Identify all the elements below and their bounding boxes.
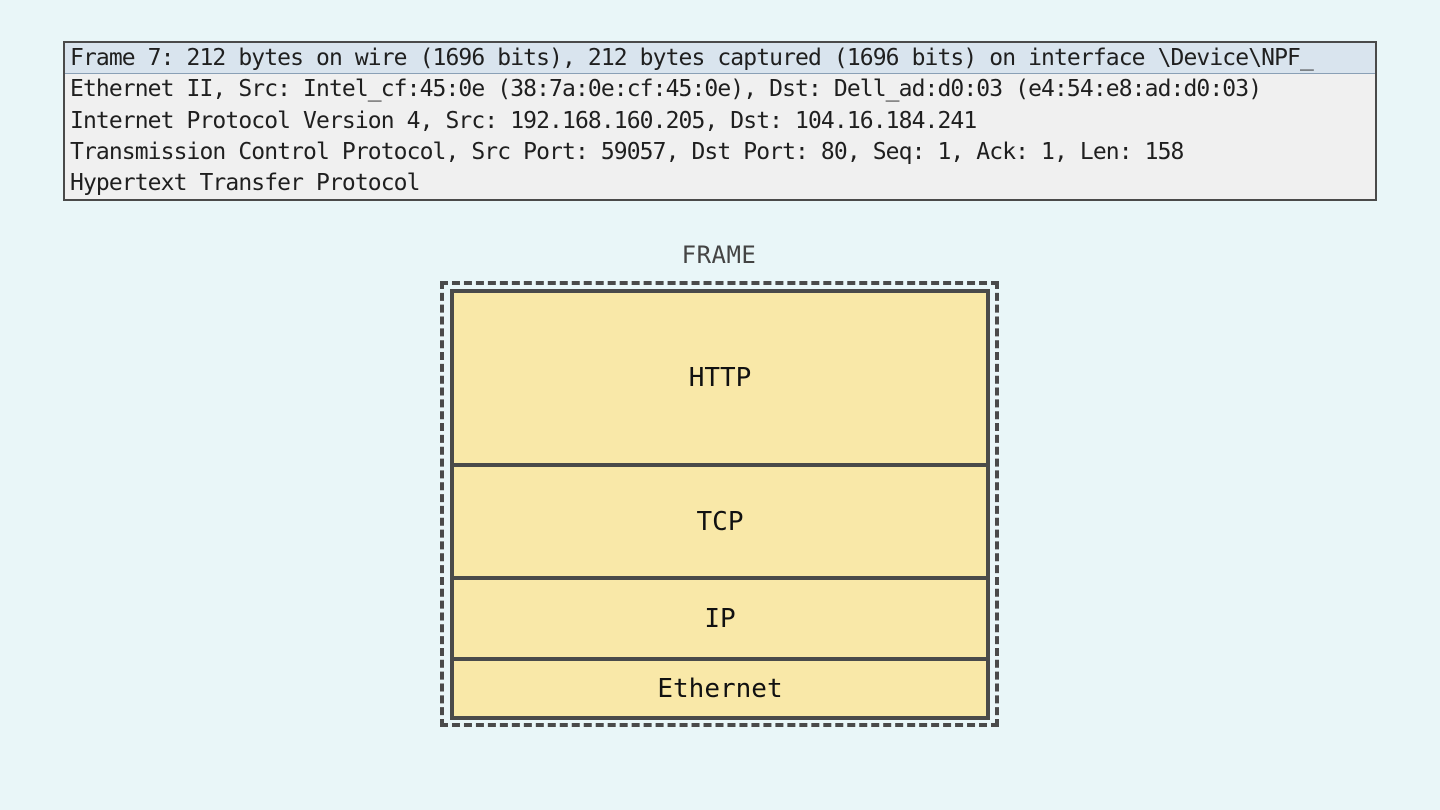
layer-http: HTTP <box>454 293 986 467</box>
frame-label: FRAME <box>681 241 757 269</box>
frame-boundary <box>440 281 999 727</box>
packet-detail-row-tcp[interactable]: Transmission Control Protocol, Src Port:… <box>70 138 1184 165</box>
layer-http-label: HTTP <box>688 363 752 393</box>
protocol-stack: HTTP TCP IP Ethernet <box>450 289 990 720</box>
packet-detail-row-http[interactable]: Hypertext Transfer Protocol <box>70 170 420 197</box>
layer-ethernet: Ethernet <box>454 661 986 716</box>
layer-tcp-label: TCP <box>696 506 744 537</box>
packet-detail-row-ip[interactable]: Internet Protocol Version 4, Src: 192.16… <box>70 107 977 134</box>
layer-tcp: TCP <box>454 467 986 580</box>
packet-details-pane: Frame 7: 212 bytes on wire (1696 bits), … <box>63 41 1377 201</box>
layer-ip-label: IP <box>704 603 736 634</box>
packet-detail-row-ethernet[interactable]: Ethernet II, Src: Intel_cf:45:0e (38:7a:… <box>70 76 1262 103</box>
packet-detail-row-frame[interactable]: Frame 7: 212 bytes on wire (1696 bits), … <box>65 43 1375 75</box>
layer-ip: IP <box>454 580 986 661</box>
layer-ethernet-label: Ethernet <box>657 673 783 704</box>
